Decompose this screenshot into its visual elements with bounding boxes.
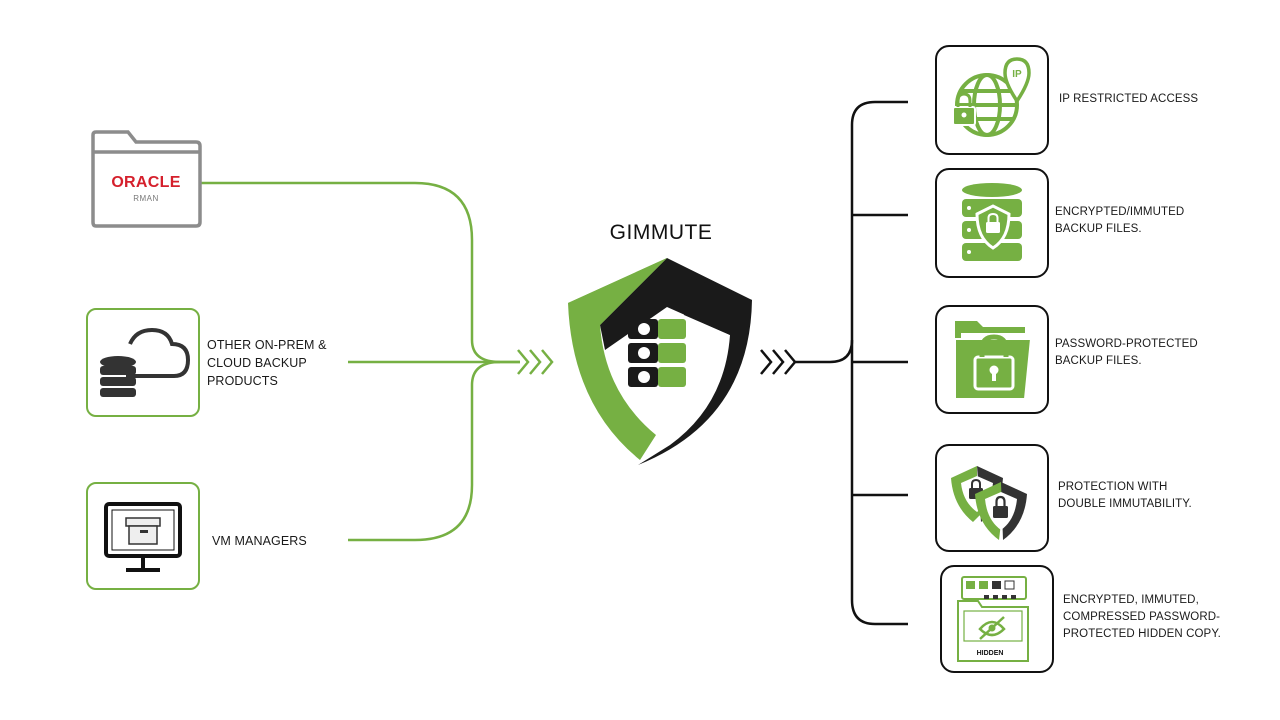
ip-restricted-feature-box: IP	[935, 45, 1049, 155]
vm-managers-label: VM MANAGERS	[212, 534, 307, 548]
gimmute-shield-logo	[568, 258, 752, 465]
oracle-product: RMAN	[133, 194, 159, 203]
svg-text:IP: IP	[1012, 69, 1022, 80]
oracle-brand: ORACLE	[111, 174, 181, 191]
encrypted-immuted-feature-box	[935, 168, 1049, 278]
onprem-cloud-source-box	[86, 308, 200, 417]
globe-lock-ip-pin-icon: IP	[952, 57, 1031, 137]
vm-connector	[348, 360, 501, 542]
shield-database-icon	[628, 319, 686, 387]
hidden-folder-icon	[957, 576, 1029, 662]
ip-restricted-label: IP RESTRICTED ACCESS	[1059, 93, 1199, 105]
double-immutability-feature-box	[935, 444, 1049, 552]
password-protected-feature-box	[935, 305, 1049, 414]
monitor-archive-box-icon	[104, 502, 182, 572]
oracle-rman-folder-icon	[91, 130, 202, 228]
onprem-cloud-label: OTHER ON-PREM & CLOUD BACKUP PRODUCTS	[207, 338, 327, 388]
double-shield-lock-icon	[951, 466, 1027, 540]
hidden-copy-label: ENCRYPTED, IMMUTED, COMPRESSED PASSWORD-…	[1063, 594, 1221, 640]
product-title: GIMMUTE	[609, 221, 713, 244]
folder-lock-icon	[954, 321, 1033, 400]
output-chevrons	[760, 349, 797, 375]
double-immutability-label: PROTECTION WITH DOUBLE IMMUTABILITY.	[1058, 481, 1192, 510]
hidden-tag: HIDDEN	[976, 650, 1004, 657]
oracle-rman-source: ORACLE RMAN	[90, 130, 202, 228]
oracle-connector	[200, 181, 520, 364]
password-protected-label: PASSWORD-PROTECTED BACKUP FILES.	[1055, 338, 1198, 367]
feature-bracket	[795, 100, 908, 626]
encrypted-immuted-label: ENCRYPTED/IMMUTED BACKUP FILES.	[1055, 206, 1185, 235]
input-chevrons	[517, 349, 554, 375]
cloud-database-icon	[100, 327, 191, 397]
vm-managers-source-box	[86, 482, 200, 590]
database-lock-icon	[962, 183, 1022, 261]
hidden-copy-feature-box: HIDDEN	[940, 565, 1054, 673]
